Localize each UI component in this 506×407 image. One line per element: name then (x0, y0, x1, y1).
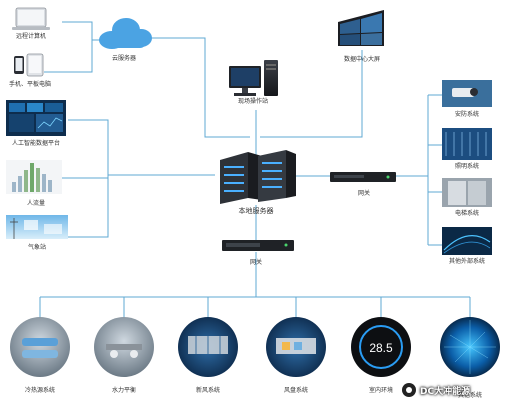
gateway-device-center (222, 240, 294, 251)
remote-pc-label: 远程计算机 (15, 33, 47, 40)
weather-station-label: 气象站 (27, 244, 47, 251)
thermostat-reading: 28.5 (369, 341, 393, 355)
server-rack-icon (220, 150, 296, 204)
cold-heat-source-image (10, 317, 70, 377)
weather-station-image (6, 215, 68, 239)
external-system-image (442, 227, 492, 255)
gateway-device-right (330, 172, 396, 182)
watermark: DC大冲能源 (402, 383, 470, 397)
laptop-icon (12, 7, 50, 30)
workstation-icon (229, 60, 278, 96)
people-flow-label: 人流量 (26, 200, 46, 207)
right-system-label: 照明系统 (454, 163, 480, 170)
gateway-center-label: 网关 (249, 259, 263, 266)
cloud-server-icon (99, 18, 152, 49)
fresh-air-system-image (178, 317, 238, 377)
gateway-right-label: 网关 (357, 190, 371, 197)
indoor-environment-image: 28.5 (351, 317, 411, 377)
connection-lines (39, 21, 471, 320)
right-system-label: 电梯系统 (454, 210, 480, 217)
phone-tablet-icon (14, 53, 44, 77)
lighting-system-image (442, 128, 492, 160)
bottom-system-label: 新风系统 (195, 387, 221, 394)
ai-platform-image (6, 100, 66, 136)
right-system-label: 其他外部系统 (448, 258, 486, 265)
bottom-system-label: 室内环境 (368, 387, 394, 394)
bottom-system-label: 水力平衡 (111, 387, 137, 394)
other-systems-image (440, 317, 500, 377)
bottom-system-label: 其他系统 (457, 392, 483, 399)
mobile-label: 手机、平板电脑 (8, 81, 52, 88)
bottom-system-label: 风盘系统 (283, 387, 309, 394)
ai-platform-label: 人工智能数据平台 (11, 140, 61, 147)
elevator-system-image (442, 178, 492, 207)
cloud-server-label: 云服务器 (111, 55, 137, 62)
bottom-system-label: 冷热源系统 (24, 387, 56, 394)
hydraulic-balance-image (94, 317, 154, 377)
security-system-image (442, 80, 492, 107)
local-server-label: 本地服务器 (238, 207, 274, 215)
big-screen-label: 数据中心大屏 (343, 56, 381, 63)
watermark-text: DC大冲能源 (420, 386, 471, 397)
video-wall-icon (338, 10, 384, 46)
fan-coil-system-image (266, 317, 326, 377)
people-flow-chart-image (6, 160, 62, 194)
wechat-logo-icon (402, 383, 416, 397)
workstation-label: 现场操作站 (237, 98, 269, 105)
right-system-label: 安防系统 (454, 111, 480, 118)
